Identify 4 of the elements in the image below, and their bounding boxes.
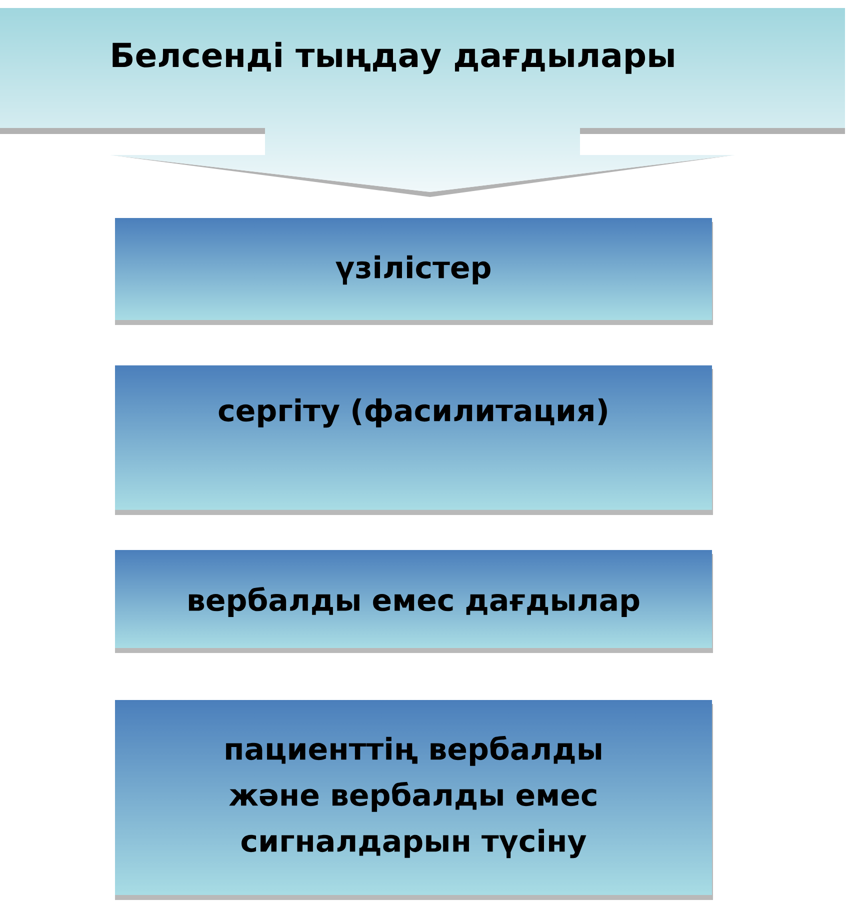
step-box: сергіту (фасилитация) — [115, 365, 713, 515]
step-box: вербалды емес дағдылар — [115, 550, 713, 653]
step-box: пациенттің вербалды және вербалды емес сигналдарын түсіну — [115, 700, 713, 900]
step-box: үзілістер — [115, 218, 713, 325]
